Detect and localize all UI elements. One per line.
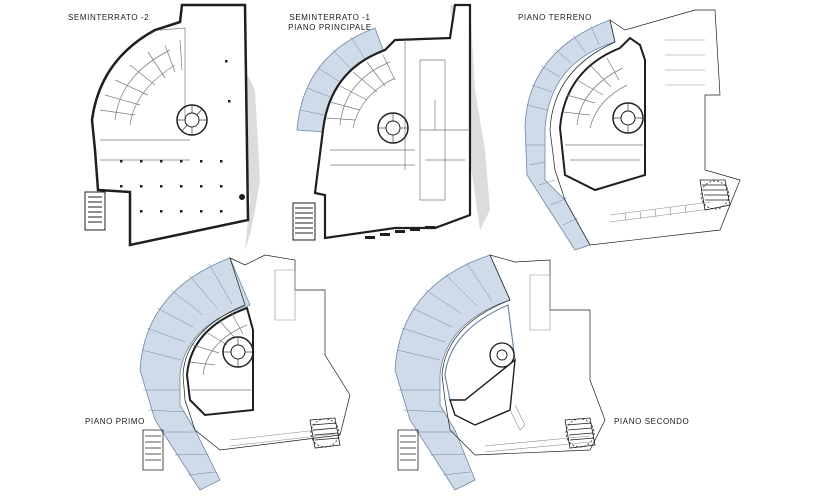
- plan-piano-terreno: [524, 9, 741, 251]
- plan-seminterrato-2: [84, 3, 260, 250]
- rooms-wing: [99, 27, 190, 161]
- label-piano-secondo: PIANO SECONDO: [614, 417, 690, 426]
- parking-stalls: [609, 39, 711, 223]
- label-seminterrato-1-line1: SEMINTERRATO -1: [289, 13, 371, 22]
- spiral-staircase: [489, 342, 515, 368]
- entry-stair: [292, 202, 316, 241]
- outer-walls: [185, 306, 254, 417]
- rooms-wing: [326, 40, 470, 201]
- rooms-wing: [562, 57, 643, 161]
- stair-treads: [177, 105, 207, 135]
- entry-stair: [397, 429, 419, 471]
- plan-seminterrato-1: [292, 3, 490, 241]
- dark-furniture: [365, 226, 435, 239]
- rooms-wing: [189, 311, 251, 391]
- parking-columns: [120, 60, 245, 213]
- label-piano-terreno: PIANO TERRENO: [518, 13, 592, 22]
- label-seminterrato-1: SEMINTERRATO -1 PIANO PRINCIPALE: [280, 13, 380, 33]
- site-boundary: [441, 254, 606, 456]
- plan-piano-secondo: [394, 254, 606, 491]
- site-boundary: [182, 254, 351, 451]
- outer-walls: [90, 3, 250, 247]
- external-stair: [699, 179, 731, 211]
- glass-canopy: [524, 19, 616, 251]
- label-seminterrato-2: SEMINTERRATO -2: [68, 13, 150, 22]
- outer-walls: [558, 36, 646, 192]
- site-boundary: [549, 9, 741, 246]
- plan-piano-primo: [139, 254, 351, 491]
- entry-stair: [142, 429, 164, 471]
- external-stair: [564, 417, 596, 449]
- label-piano-primo: PIANO PRIMO: [85, 417, 145, 426]
- label-piano-principale: PIANO PRINCIPALE: [288, 23, 372, 32]
- terrace-lines: [484, 274, 591, 453]
- entry-stair: [84, 191, 106, 231]
- external-stair: [309, 417, 341, 449]
